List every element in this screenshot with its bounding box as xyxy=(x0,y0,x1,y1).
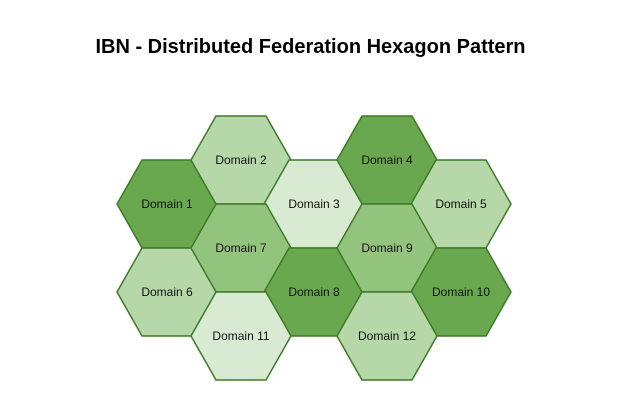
hexagon-label: Domain 8 xyxy=(288,285,340,299)
hexagon-label: Domain 11 xyxy=(212,329,269,343)
hexagon-domain-4: Domain 4 xyxy=(336,115,438,205)
hexagon-label: Domain 12 xyxy=(358,329,416,343)
hexagon-label: Domain 7 xyxy=(215,241,267,255)
hexagon-label: Domain 10 xyxy=(432,285,490,299)
hexagon-layer: Domain 1 Domain 2 Domain 3 Domain 4 Domain 5… xyxy=(116,115,512,381)
hexagon-domain-12: Domain 12 xyxy=(336,291,438,381)
hexagon-domain-11: Domain 11 xyxy=(190,291,292,381)
hexagon-label: Domain 5 xyxy=(435,197,487,211)
diagram-title: IBN - Distributed Federation Hexagon Pat… xyxy=(95,36,526,58)
hexagon-label: Domain 6 xyxy=(141,285,193,299)
hexagon-label: Domain 1 xyxy=(141,197,193,211)
hexagon-label: Domain 3 xyxy=(288,197,340,211)
hexagon-shape xyxy=(336,291,438,381)
hexagon-domain-8: Domain 8 xyxy=(263,247,365,337)
hexagon-shape xyxy=(190,291,292,381)
hexagon-label: Domain 4 xyxy=(361,153,413,167)
hexagon-label: Domain 9 xyxy=(361,241,413,255)
hexagon-domain-10: Domain 10 xyxy=(410,247,512,337)
hexagon-label: Domain 2 xyxy=(215,153,267,167)
hexagon-domain-6: Domain 6 xyxy=(116,247,218,337)
